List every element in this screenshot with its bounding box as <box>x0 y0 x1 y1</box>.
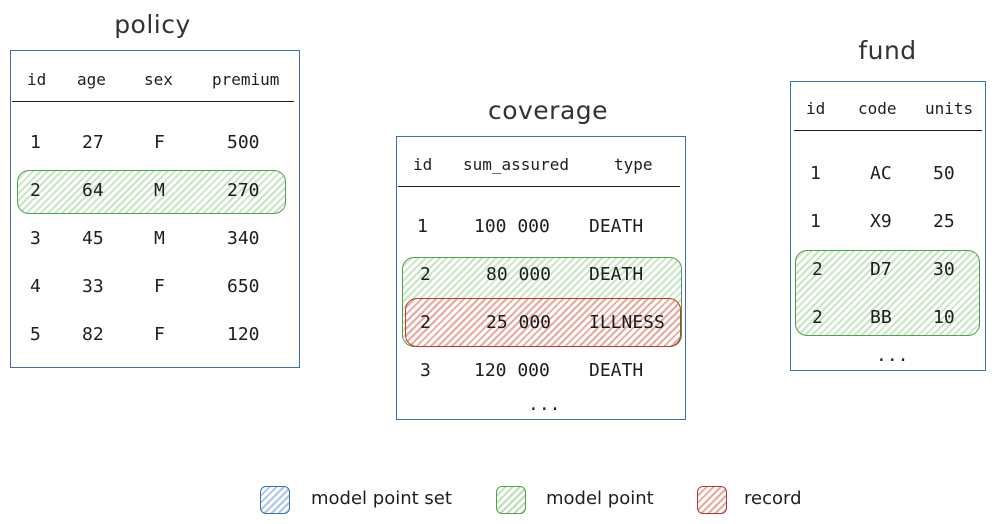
policy-cell: 82 <box>82 324 104 345</box>
coverage-cell: 80 000 <box>486 264 552 285</box>
policy-header-id: id <box>27 70 47 89</box>
coverage-header-type: type <box>614 155 653 174</box>
policy-cell: M <box>154 180 165 201</box>
policy-title: policy <box>114 10 191 39</box>
fund-cell: 1 <box>810 163 821 184</box>
policy-model-point-highlight <box>17 170 286 214</box>
fund-cell: 2 <box>812 259 823 280</box>
fund-header-code: code <box>858 99 897 118</box>
policy-cell: 650 <box>227 276 260 297</box>
fund-cell: 1 <box>810 211 821 232</box>
policy-cell: 2 <box>30 180 41 201</box>
policy-cell: 1 <box>30 132 41 153</box>
policy-cell: 45 <box>82 228 104 249</box>
policy-cell: F <box>154 132 165 153</box>
policy-header-premium: premium <box>212 70 280 89</box>
fund-model-point-highlight <box>795 250 980 336</box>
fund-cell: 2 <box>812 307 823 328</box>
legend-record-swatch <box>697 486 727 514</box>
policy-cell: 64 <box>82 180 104 201</box>
coverage-record-highlight <box>405 298 681 347</box>
policy-cell: 340 <box>227 228 260 249</box>
policy-cell: 120 <box>227 324 260 345</box>
fund-header-divider <box>794 130 982 131</box>
legend-model-point-set-label: model point set <box>311 488 452 509</box>
policy-cell: F <box>154 324 165 345</box>
policy-cell: 33 <box>82 276 104 297</box>
fund-cell: 25 <box>933 211 955 232</box>
fund-cell: AC <box>870 163 892 184</box>
coverage-cell: DEATH <box>589 216 644 237</box>
policy-header-divider <box>12 101 294 102</box>
policy-cell: 270 <box>227 180 260 201</box>
fund-cell: 10 <box>933 307 955 328</box>
fund-title: fund <box>858 36 917 65</box>
coverage-cell: 2 <box>420 264 431 285</box>
policy-header-sex: sex <box>144 70 173 89</box>
coverage-ellipsis: ... <box>528 394 561 415</box>
coverage-cell: 2 <box>420 312 431 333</box>
policy-cell: 4 <box>30 276 41 297</box>
legend-model-point-set-swatch <box>260 486 290 514</box>
fund-header-id: id <box>806 99 826 118</box>
fund-cell: X9 <box>870 211 892 232</box>
legend-record-label: record <box>744 488 802 509</box>
fund-header-units: units <box>925 99 974 118</box>
fund-cell: D7 <box>870 259 892 280</box>
coverage-cell: 1 <box>417 216 428 237</box>
coverage-header-id: id <box>413 155 433 174</box>
fund-cell: 30 <box>933 259 955 280</box>
coverage-cell: DEATH <box>589 360 644 381</box>
fund-ellipsis: ... <box>876 345 909 366</box>
coverage-cell: 120 000 <box>474 360 550 381</box>
policy-header-age: age <box>77 70 106 89</box>
fund-cell: BB <box>870 307 892 328</box>
coverage-cell: 25 000 <box>486 312 552 333</box>
legend-model-point-swatch <box>496 486 526 514</box>
coverage-cell: ILLNESS <box>589 312 665 333</box>
policy-cell: 27 <box>82 132 104 153</box>
coverage-header-divider <box>398 186 680 187</box>
coverage-cell: 100 000 <box>474 216 550 237</box>
coverage-cell: 3 <box>420 360 431 381</box>
policy-cell: 3 <box>30 228 41 249</box>
coverage-header-sum-assured: sum_assured <box>463 155 569 174</box>
coverage-title: coverage <box>487 96 609 125</box>
policy-cell: F <box>154 276 165 297</box>
coverage-cell: DEATH <box>589 264 644 285</box>
policy-cell: M <box>154 228 165 249</box>
fund-cell: 50 <box>933 163 955 184</box>
policy-cell: 5 <box>30 324 41 345</box>
legend-model-point-label: model point <box>546 488 654 509</box>
policy-cell: 500 <box>227 132 260 153</box>
